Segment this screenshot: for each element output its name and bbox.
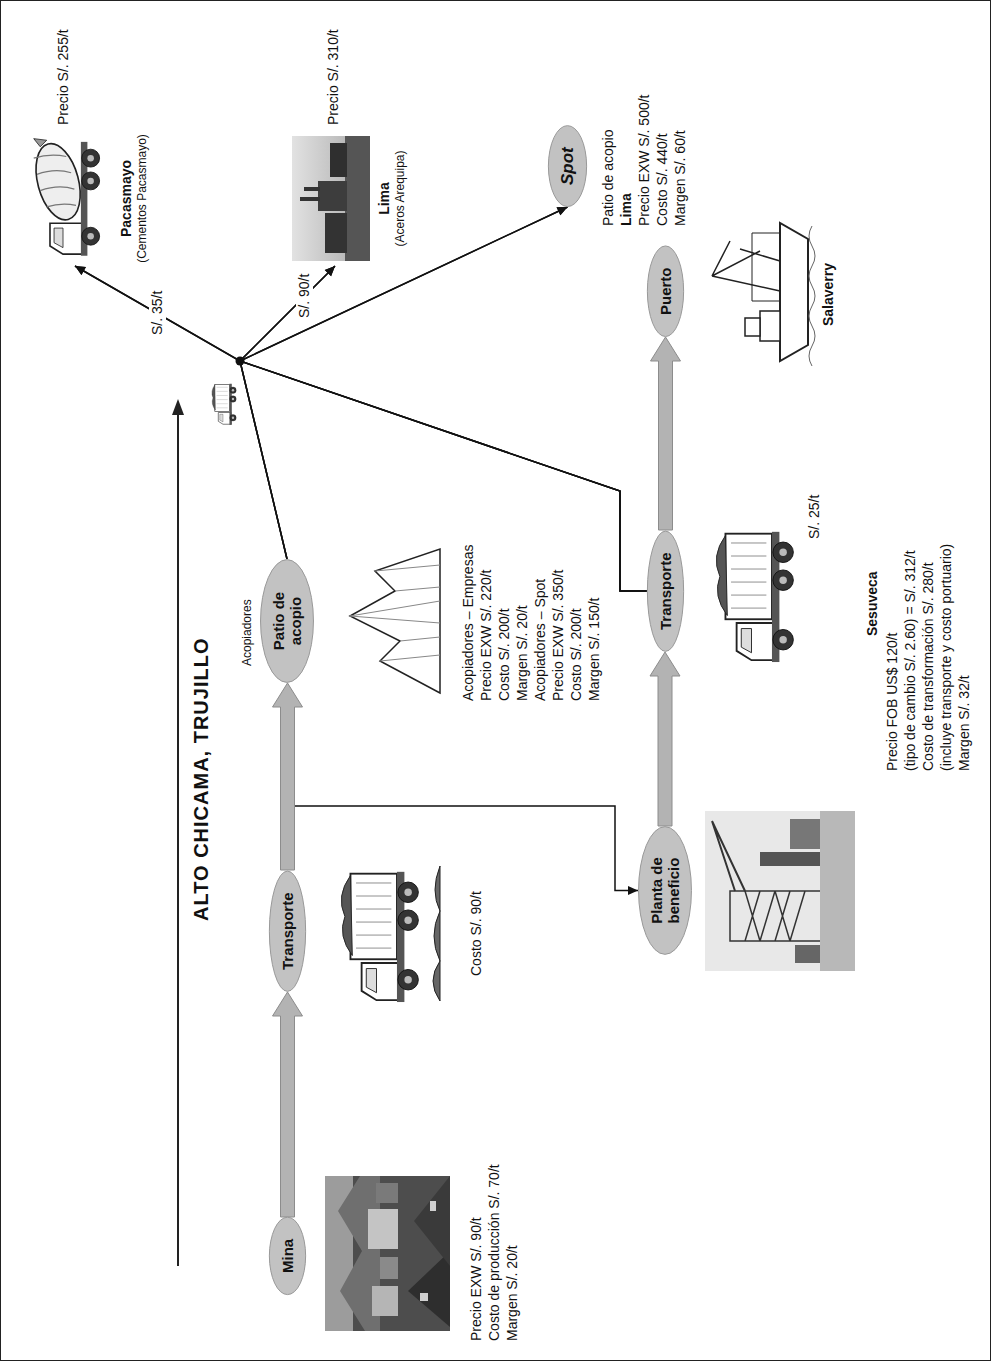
processing-plant-photo: [705, 811, 855, 971]
node-title: Mina: [279, 1239, 296, 1273]
place-name: Lima: [618, 193, 635, 226]
data-line: Patio de acopio: [600, 129, 617, 226]
stage-oval: Transporte: [647, 530, 684, 652]
flow-arrow: [273, 683, 303, 870]
steel-plant-photo: [292, 136, 370, 261]
node-title: Transporte: [279, 892, 296, 970]
stage-oval: Planta de beneficio: [638, 826, 692, 955]
connector: [240, 207, 647, 591]
connector: [240, 266, 335, 559]
destination-block: Pacasmayo(Cementos Pacasmayo): [20, 131, 150, 266]
group-label: Acopiadores: [240, 599, 255, 666]
data-line: Acopiadores – Spot: [532, 579, 549, 701]
connector: [75, 266, 647, 591]
ship-drawing: [712, 223, 815, 366]
stockpile-drawing: [350, 549, 440, 693]
data-line: (incluye transporte y costo portuario): [938, 544, 955, 771]
mine-photo: [325, 1176, 450, 1331]
cost-label: S/. 25/t: [806, 495, 823, 539]
price-label: Precio S/. 310/t: [325, 29, 342, 125]
stage-oval: Spot: [548, 125, 587, 207]
data-line: Precio EXW S/. 350/t: [550, 570, 567, 702]
node-title: Lima: [376, 131, 393, 266]
flow-arrow: [651, 337, 681, 530]
flow-arrow: [273, 992, 303, 1217]
mixer-truck-drawing: [28, 139, 99, 256]
stage-oval: Patio de acopio: [260, 559, 314, 683]
data-line: Precio EXW S/. 220/t: [478, 570, 495, 702]
node-title: Pacasmayo: [118, 131, 135, 266]
node-title: Spot: [558, 147, 577, 185]
flow-arrow: [650, 652, 680, 826]
stage-oval: Mina: [269, 1217, 306, 1295]
data-line: Precio FOB US$ 120/t: [884, 632, 901, 771]
price-label: Precio S/. 255/t: [55, 29, 72, 125]
stage-oval: Transporte: [269, 870, 306, 992]
stage-oval: Puerto: [647, 245, 684, 337]
data-line: Costo S/. 200/t: [568, 608, 585, 701]
node-title: Planta de beneficio: [648, 848, 682, 933]
truck-drawing: [716, 532, 793, 662]
data-line: Costo S/. 90/t: [468, 891, 485, 976]
data-line: Margen S/. 20/t: [514, 605, 531, 701]
data-line: Margen S/. 60/t: [672, 130, 689, 226]
data-line: Precio EXW S/. 90/t: [468, 1217, 485, 1341]
connector: [75, 266, 287, 559]
data-line: Costo de producción S/. 70/t: [486, 1164, 503, 1341]
node-subtitle: (Aceros Arequipa): [393, 131, 408, 266]
region-arrow: [172, 399, 184, 1266]
data-line: Precio EXW S/. 500/t: [636, 95, 653, 227]
data-line: Margen S/. 32/t: [956, 675, 973, 771]
connector: [240, 266, 647, 591]
data-line: Costo S/. 440/t: [654, 133, 671, 226]
company-name: Sesuveca: [864, 571, 881, 636]
node-subtitle: (Cementos Pacasmayo): [135, 131, 150, 266]
node-title: Patio de acopio: [270, 581, 304, 661]
connector: [288, 806, 639, 895]
data-line: (tipo de cambio S/. 2.60) = S/. 312/t: [902, 550, 919, 771]
data-line: Margen S/. 150/t: [586, 597, 603, 701]
connector: [240, 207, 568, 559]
data-line: Costo de transformación S/. 280/t: [920, 562, 937, 771]
truck-drawing: [341, 866, 440, 1002]
data-line: Margen S/. 20/t: [504, 1245, 521, 1341]
region-title: ALTO CHICAMA, TRUJILLO: [190, 638, 213, 921]
data-line: Acopiadores – Empresas: [460, 545, 477, 701]
data-line: Costo S/. 200/t: [496, 608, 513, 701]
small-truck-icon: [212, 384, 236, 425]
node-title: Puerto: [657, 267, 674, 315]
edge-label: S/. 35/t: [149, 288, 166, 338]
edge-label: S/. 90/t: [296, 271, 313, 321]
destination-block: Lima(Aceros Arequipa): [290, 131, 408, 266]
place-name: Salaverry: [820, 263, 837, 326]
node-title: Transporte: [657, 552, 674, 630]
